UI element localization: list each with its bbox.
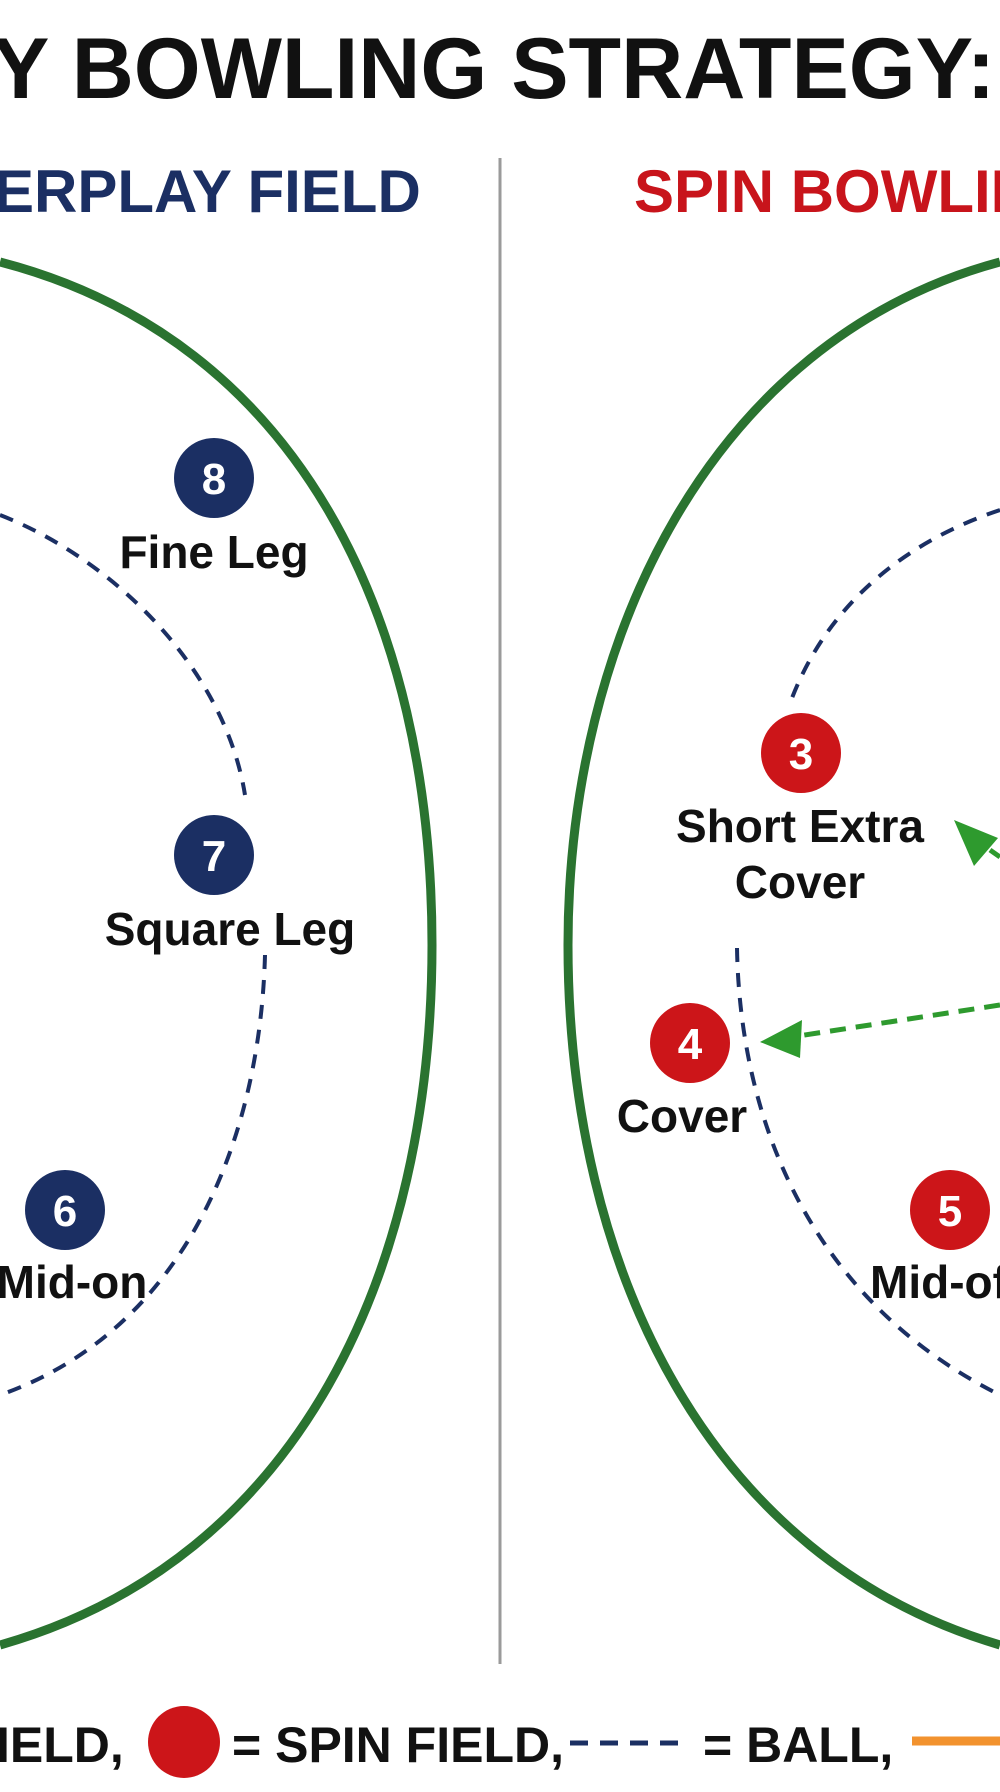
arrow-to-cover [760, 1002, 1000, 1058]
fielder-short-extra-cover: 3 Short Extra Cover [676, 713, 924, 908]
left-inner-ring-upper [0, 513, 247, 796]
fielder-number: 5 [938, 1187, 962, 1236]
fielder-label: Fine Leg [119, 526, 308, 578]
pace-fielder-marker [174, 438, 254, 518]
pace-fielder-marker [25, 1170, 105, 1250]
fielder-label: Cover [617, 1090, 747, 1142]
fielder-mid-on: 6 Mid-on [0, 1170, 147, 1308]
legend-spin-text: = SPIN FIELD, [232, 1717, 564, 1773]
left-boundary [0, 257, 437, 1650]
right-inner-ring-lower [735, 947, 1000, 1397]
spin-fielder-marker [761, 713, 841, 793]
right-panel-heading: SPIN BOWLIN [634, 158, 1000, 225]
fielder-number: 6 [53, 1187, 77, 1236]
fielder-label: Square Leg [105, 903, 356, 955]
legend-spin-marker [148, 1706, 220, 1778]
spin-fielder-marker [910, 1170, 990, 1250]
fielder-cover: 4 Cover [617, 1003, 747, 1142]
left-inner-ring-lower [0, 954, 267, 1397]
right-boundary [563, 257, 1000, 1650]
legend: IELD, = SPIN FIELD, = BALL, [0, 1706, 1000, 1778]
left-panel-heading: ERPLAY FIELD [0, 158, 421, 225]
arrow-to-short-extra-cover [954, 820, 1000, 866]
right-inner-ring-upper [790, 508, 1000, 699]
fielder-label-line-1: Short Extra [676, 800, 924, 852]
fielder-mid-off: 5 Mid-of [870, 1170, 1000, 1308]
fielder-fine-leg: 8 Fine Leg [119, 438, 309, 578]
legend-pace-text: IELD, [0, 1717, 124, 1773]
fielder-label-line-2: Cover [735, 856, 865, 908]
legend-ball-text: = BALL, [703, 1717, 893, 1773]
pace-fielder-marker [174, 815, 254, 895]
fielder-number: 3 [789, 730, 813, 779]
fielder-square-leg: 7 Square Leg [105, 815, 356, 955]
fielder-label: Mid-on [0, 1256, 147, 1308]
fielder-number: 4 [678, 1020, 703, 1069]
fielder-number: 8 [202, 455, 226, 504]
fielder-number: 7 [202, 832, 226, 881]
page-title: Y BOWLING STRATEGY: SE [0, 21, 1000, 117]
spin-fielder-marker [650, 1003, 730, 1083]
fielder-label: Mid-of [870, 1256, 1000, 1308]
